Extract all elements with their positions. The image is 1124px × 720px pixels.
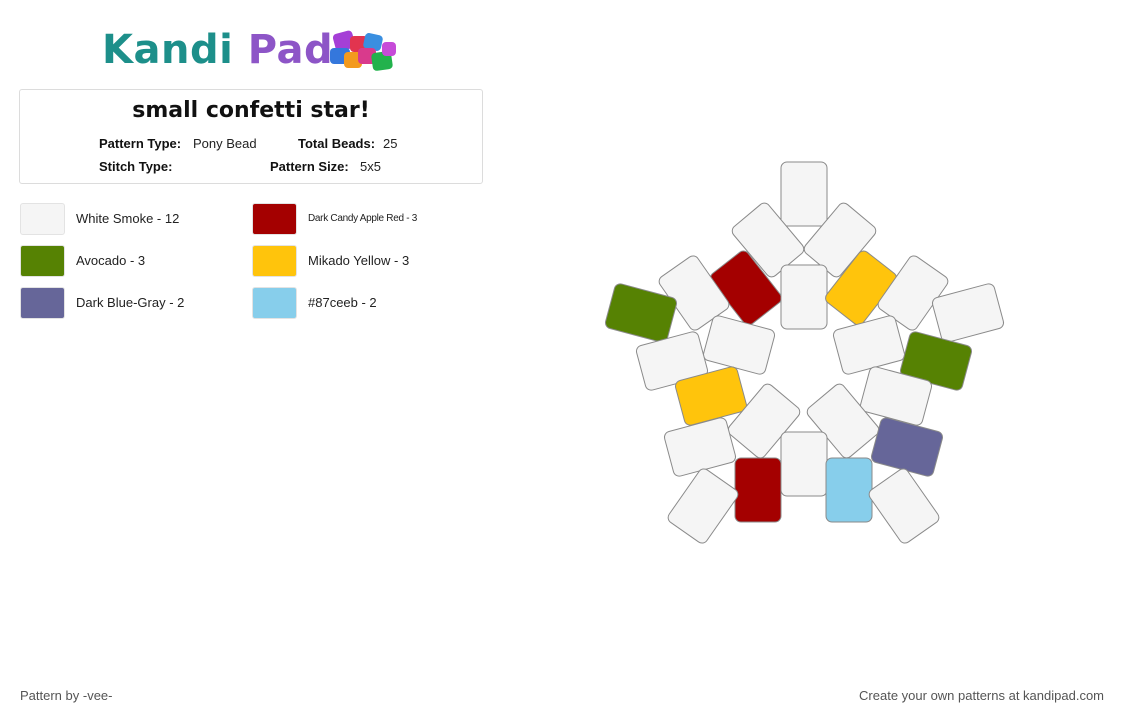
bead	[825, 457, 873, 523]
color-swatch	[20, 287, 65, 319]
bead	[702, 315, 776, 375]
pattern-size-label: Pattern Size:	[270, 159, 349, 174]
pattern-title: small confetti star!	[132, 98, 370, 123]
logo-wordmark: Kandi Pad	[102, 26, 333, 74]
bead	[877, 255, 949, 331]
bead	[604, 283, 678, 343]
pattern-author: Pattern by -vee-	[20, 688, 113, 703]
bead	[663, 417, 737, 477]
bead	[832, 315, 906, 375]
bead	[658, 255, 730, 331]
total-beads-label: Total Beads:	[298, 136, 376, 151]
bead	[931, 283, 1005, 343]
bead	[806, 383, 880, 459]
legend-label: Dark Blue-Gray - 2	[76, 295, 185, 310]
color-swatch	[252, 287, 297, 319]
bead	[674, 366, 748, 426]
bead	[825, 250, 897, 326]
bead	[780, 431, 828, 497]
bead	[731, 202, 805, 278]
bead	[635, 331, 709, 391]
kandipad-link[interactable]: Create your own patterns at kandipad.com	[859, 688, 1104, 703]
bead	[780, 264, 828, 330]
color-swatch	[20, 203, 65, 235]
bead	[868, 468, 940, 544]
color-swatch	[252, 245, 297, 277]
bead-pile-icon	[330, 30, 396, 71]
bead	[899, 331, 973, 391]
bead	[667, 468, 739, 544]
color-swatch	[20, 245, 65, 277]
legend-label: Dark Candy Apple Red - 3	[308, 213, 417, 224]
legend-label: Avocado - 3	[76, 253, 146, 268]
bead	[710, 250, 782, 326]
stitch-type-label: Stitch Type:	[99, 159, 173, 174]
logo-word-kandi: Kandi	[102, 27, 234, 73]
pattern-type-value: Pony Bead	[193, 136, 257, 151]
legend-label: White Smoke - 12	[76, 211, 180, 226]
bead	[859, 366, 933, 426]
pattern-info-card: small confetti star! Pattern Type: Pony …	[19, 89, 483, 184]
bead	[803, 202, 877, 278]
legend-label: Mikado Yellow - 3	[308, 253, 410, 268]
kandipad-logo[interactable]: Kandi Pad	[102, 26, 412, 78]
bead	[870, 417, 944, 477]
color-swatch	[252, 203, 297, 235]
pattern-size-value: 5x5	[360, 159, 381, 174]
bead	[780, 161, 828, 227]
bead-pattern-star	[604, 161, 1005, 544]
legend-label: #87ceeb - 2	[308, 295, 377, 310]
pattern-type-label: Pattern Type:	[99, 136, 182, 151]
logo-word-pad: Pad	[247, 27, 334, 73]
bead	[734, 457, 782, 523]
total-beads-value: 25	[383, 136, 398, 151]
bead	[727, 383, 801, 459]
